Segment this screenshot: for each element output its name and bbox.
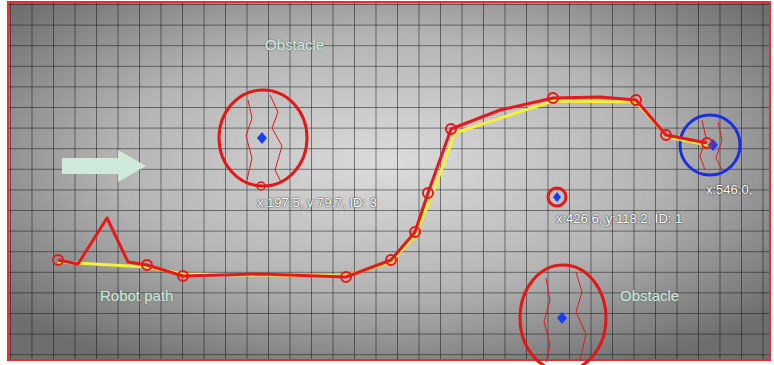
path-label: Robot path [100, 288, 173, 305]
coordinate-label: x:197.5, y:79.7, ID: 3 [257, 196, 377, 210]
coordinate-label: x:546.0, [706, 183, 752, 197]
goal-marker [680, 115, 740, 175]
frame [8, 2, 770, 360]
robot-path [58, 97, 707, 277]
planned-path [58, 101, 707, 276]
direction-arrow [62, 150, 146, 182]
coordinate-label: x:426.6, y:118.2, ID: 1 [556, 212, 682, 226]
obstacle-label: Obstacle [265, 37, 324, 54]
obstacle-small [548, 188, 566, 206]
obstacle-bottom [520, 265, 606, 365]
obstacle-top [219, 90, 307, 190]
obstacle-label: Obstacle [620, 288, 679, 305]
waypoints [53, 93, 712, 282]
camera-image [8, 2, 770, 360]
grid [8, 2, 770, 360]
